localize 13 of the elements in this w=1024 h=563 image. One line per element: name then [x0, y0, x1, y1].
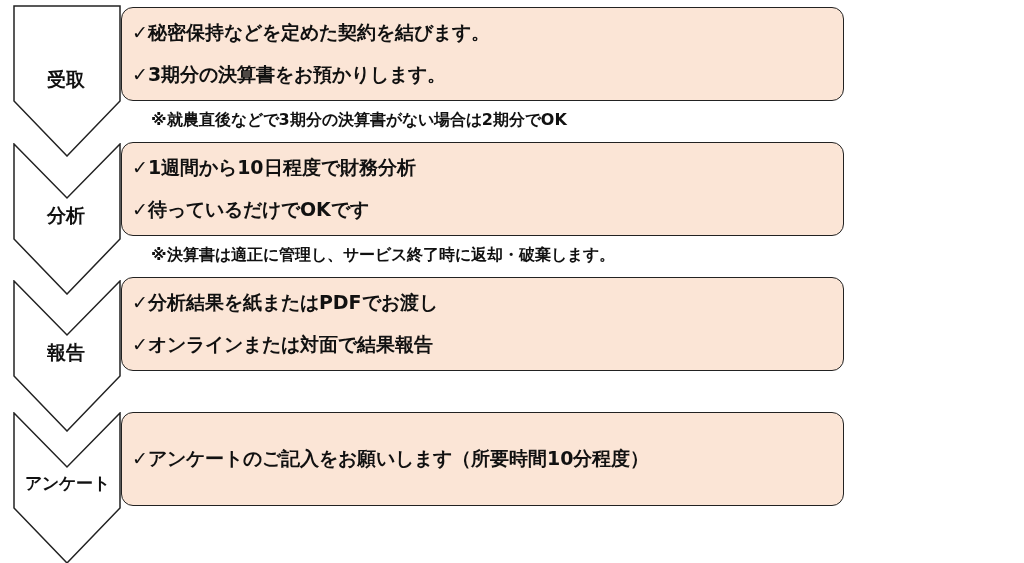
check-item: ✓アンケートのご記入をお願いします（所要時間10分程度）	[132, 446, 650, 471]
check-item: ✓3期分の決算書をお預かりします。	[132, 62, 447, 87]
step-label: アンケート	[23, 472, 111, 495]
step-label: 分析	[46, 203, 86, 228]
note-text: ※決算書は適正に管理し、サービス終了時に返却・破棄します。	[151, 245, 615, 266]
note-text: ※就農直後などで3期分の決算書がない場合は2期分でOK	[151, 110, 567, 131]
step-label: 報告	[46, 340, 86, 365]
step-label: 受取	[46, 67, 86, 92]
check-item: ✓秘密保持などを定めた契約を結びます。	[132, 20, 490, 45]
check-item: ✓分析結果を紙またはPDFでお渡し	[132, 290, 438, 315]
check-item: ✓待っているだけでOKです	[132, 197, 369, 222]
check-item: ✓1週間から10日程度で財務分析	[132, 155, 416, 180]
check-item: ✓オンラインまたは対面で結果報告	[132, 332, 433, 357]
